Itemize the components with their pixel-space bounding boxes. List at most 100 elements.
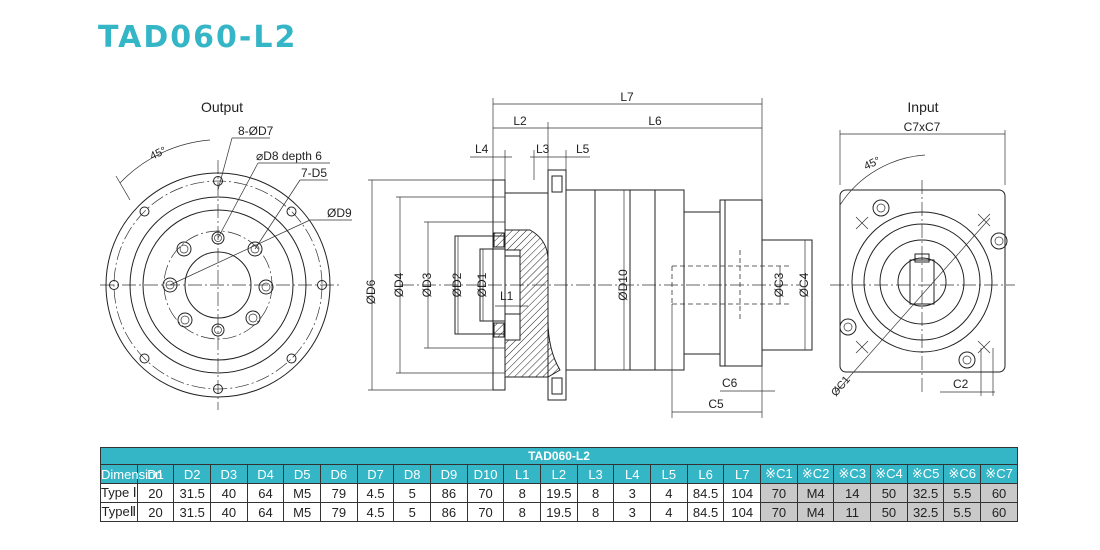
- table-cell: Type Ⅰ: [100, 483, 138, 503]
- table-cell: 5.5: [943, 502, 982, 522]
- table-cell: 60: [980, 502, 1018, 522]
- header-cell: D10: [466, 464, 505, 484]
- table-cell: 4.5: [356, 502, 395, 522]
- table-cell: M4: [796, 483, 835, 503]
- table-cell: 84.5: [686, 502, 725, 522]
- callout-square: C7xC7: [904, 120, 941, 134]
- table-cell: 84.5: [686, 483, 725, 503]
- table-cell: 4: [650, 502, 688, 522]
- table-cell: 32.5: [906, 483, 945, 503]
- table-cell: 3: [613, 502, 652, 522]
- header-cell: D4: [246, 464, 285, 484]
- callout-input-angle: 45°: [862, 155, 882, 173]
- dim-l5: L5: [576, 142, 590, 156]
- table-cell: 4.5: [356, 483, 395, 503]
- table-cell: 5.5: [943, 483, 982, 503]
- callout-thread-depth: ⌀D8 depth 6: [256, 149, 322, 163]
- table-cell: 104: [723, 502, 762, 522]
- dim-c4: ØC4: [797, 272, 811, 297]
- table-cell: 5: [393, 483, 432, 503]
- dim-d6: ØD6: [364, 279, 378, 304]
- output-flange-outline: [105, 172, 331, 398]
- table-cell: 8: [576, 502, 615, 522]
- header-cell: ※C4: [870, 464, 908, 484]
- table-cell: 60: [980, 483, 1018, 503]
- dim-d4: ØD4: [392, 272, 406, 297]
- callout-outer-holes: 8-ØD7: [238, 124, 274, 138]
- header-cell: D9: [430, 464, 468, 484]
- header-cell: ※C5: [906, 464, 945, 484]
- table-cell: 70: [760, 483, 798, 503]
- dim-l4: L4: [475, 142, 489, 156]
- dim-d3: ØD3: [420, 272, 434, 297]
- header-cell: L4: [613, 464, 652, 484]
- table-cell: 79: [320, 483, 358, 503]
- header-cell: L6: [686, 464, 725, 484]
- table-cell: 31.5: [173, 483, 212, 503]
- dim-l1: L1: [500, 289, 514, 303]
- header-cell: D2: [173, 464, 212, 484]
- threaded-holes: [162, 231, 274, 337]
- dim-d2: ØD2: [450, 272, 464, 297]
- outer-mounting-holes: [109, 176, 327, 394]
- table-cell: 20: [136, 502, 175, 522]
- header-cell: D6: [320, 464, 358, 484]
- header-cell: L3: [576, 464, 615, 484]
- dim-l6: L6: [648, 114, 662, 128]
- table-cell: 8: [503, 483, 542, 503]
- table-cell: TypeⅡ: [100, 502, 138, 522]
- dim-l3: L3: [536, 142, 550, 156]
- dim-d1: ØD1: [475, 272, 489, 297]
- output-view: Output: [100, 99, 352, 410]
- table-cell: 19.5: [540, 483, 578, 503]
- input-label: Input: [907, 99, 938, 115]
- table-cell: 79: [320, 502, 358, 522]
- table-cell: 64: [246, 502, 285, 522]
- table-cell: 31.5: [173, 502, 212, 522]
- header-cell: D3: [210, 464, 248, 484]
- table-cell: 104: [723, 483, 762, 503]
- page-title: TAD060-L2: [98, 20, 298, 55]
- table-cell: 32.5: [906, 502, 945, 522]
- callout-c1: ØC1: [829, 374, 853, 399]
- table-cell: 14: [833, 483, 872, 503]
- header-cell: L1: [503, 464, 542, 484]
- callout-c2: C2: [953, 377, 969, 391]
- table-cell: 64: [246, 483, 285, 503]
- dim-c3: ØC3: [772, 272, 786, 297]
- input-square-flange: [839, 189, 1006, 373]
- table-cell: 8: [503, 502, 542, 522]
- header-cell: ※C1: [760, 464, 798, 484]
- table-cell: 70: [466, 502, 505, 522]
- table-cell: 50: [870, 502, 908, 522]
- callout-inner-holes: 7-D5: [301, 166, 327, 180]
- header-cell: ※C2: [796, 464, 835, 484]
- table-cell: 19.5: [540, 502, 578, 522]
- header-cell: L5: [650, 464, 688, 484]
- table-cell: 8: [576, 483, 615, 503]
- side-section-view: L7 L2 L6 L4 L3 L5 L1: [364, 90, 813, 418]
- header-cell: Dimension: [100, 464, 163, 484]
- header-cell: D7: [356, 464, 395, 484]
- header-cell: ※C3: [833, 464, 872, 484]
- header-cell: L2: [540, 464, 578, 484]
- callout-pcd: ØD9: [327, 206, 352, 220]
- dim-d10: ØD10: [616, 269, 630, 301]
- dim-c6: C6: [722, 376, 738, 390]
- table-cell: 40: [210, 483, 248, 503]
- table-cell: 4: [650, 483, 688, 503]
- dim-c5: C5: [708, 397, 724, 411]
- header-cell: ※C7: [980, 464, 1018, 484]
- table-cell: 70: [466, 483, 505, 503]
- table-cell: 86: [430, 483, 468, 503]
- header-cell: L7: [723, 464, 762, 484]
- table-cell: 20: [136, 483, 175, 503]
- dim-l7: L7: [620, 90, 634, 104]
- technical-drawing: Output: [100, 90, 1015, 418]
- table-cell: 3: [613, 483, 652, 503]
- table-cell: M5: [283, 502, 322, 522]
